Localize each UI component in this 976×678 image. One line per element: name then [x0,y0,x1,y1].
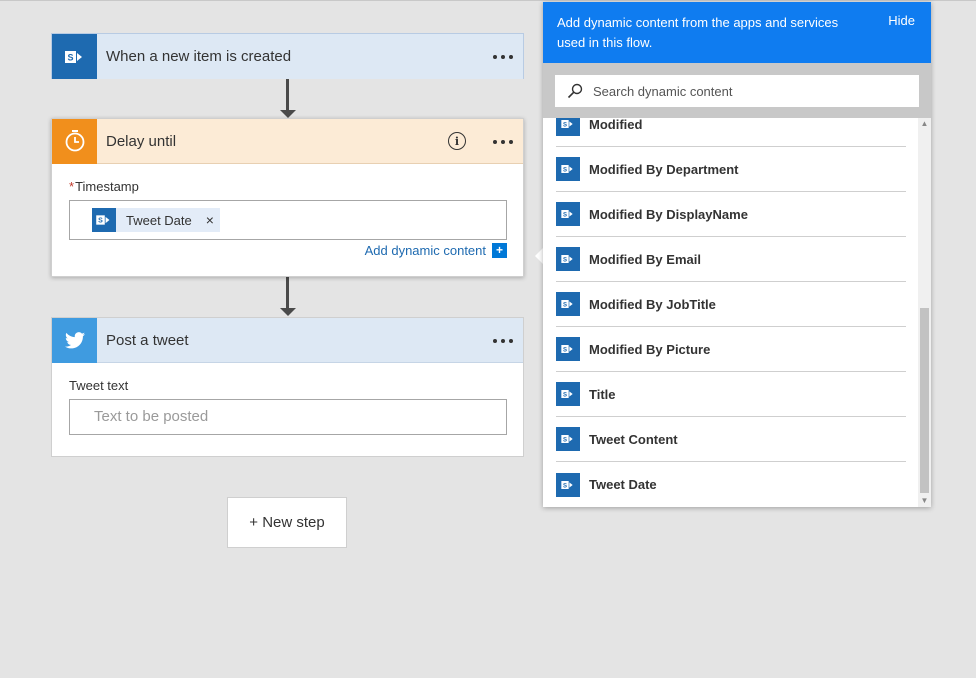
dynamic-item[interactable]: S Modified By DisplayName [556,192,906,237]
dynamic-item-label: Title [589,386,616,402]
sharepoint-icon: S [52,34,97,79]
search-placeholder: Search dynamic content [593,83,733,99]
post-tweet-card-header[interactable]: Post a tweet [52,317,523,363]
search-bar-container: Search dynamic content [543,63,931,118]
sharepoint-icon: S [92,208,116,232]
dynamic-item-label: Modified [589,118,643,132]
dynamic-item[interactable]: S Tweet Date [556,462,906,507]
info-icon[interactable]: i [448,132,466,150]
timestamp-label: *Timestamp [69,179,139,194]
more-options-icon[interactable] [493,34,513,79]
sharepoint-icon: S [556,292,580,316]
svg-text:S: S [98,218,103,225]
svg-text:S: S [563,347,567,353]
svg-text:S: S [563,483,567,489]
connector-arrow [280,308,296,316]
dynamic-content-description: Add dynamic content from the apps and se… [557,15,839,50]
dynamic-item-label: Tweet Content [589,431,678,447]
svg-text:S: S [563,212,567,218]
delay-title: Delay until [106,132,177,150]
token-label: Tweet Date [126,212,192,228]
tweet-text-input[interactable]: Text to be posted [69,399,507,435]
add-dynamic-content-link[interactable]: Add dynamic content + [365,243,507,258]
dynamic-item[interactable]: S Modified By JobTitle [556,282,906,327]
sharepoint-icon: S [556,202,580,226]
connector-line [286,277,289,309]
tweet-text-label: Tweet text [69,378,129,393]
more-options-icon[interactable] [493,119,513,164]
dynamic-item[interactable]: S Modified [556,118,906,147]
timestamp-field[interactable]: S Tweet Date × [69,200,507,240]
dynamic-item-label: Modified By Email [589,251,701,267]
panel-pointer [535,247,544,265]
dynamic-item[interactable]: S Title [556,372,906,417]
sharepoint-icon: S [556,427,580,451]
dynamic-item[interactable]: S Modified By Picture [556,327,906,372]
dynamic-item[interactable]: S Modified By Email [556,237,906,282]
twitter-icon [52,317,97,363]
scrollbar-thumb[interactable] [920,308,929,493]
svg-text:S: S [563,122,567,128]
sharepoint-icon: S [556,247,580,271]
sharepoint-icon: S [556,382,580,406]
dynamic-content-panel: Add dynamic content from the apps and se… [543,2,931,507]
sharepoint-icon: S [556,472,580,497]
sharepoint-icon: S [556,157,580,181]
connector-line [286,79,289,111]
scroll-down-icon[interactable]: ▼ [920,496,929,505]
post-tweet-title: Post a tweet [106,331,189,349]
dynamic-item[interactable]: S Tweet Content [556,417,906,462]
remove-token-icon[interactable]: × [205,212,214,228]
dynamic-item-label: Tweet Date [589,477,657,492]
svg-text:S: S [563,167,567,173]
dynamic-item[interactable]: S Modified By Department [556,147,906,192]
delay-card-header[interactable]: Delay until i [52,118,523,164]
hide-button[interactable]: Hide [888,13,915,28]
add-dynamic-content-label: Add dynamic content [364,243,486,258]
dynamic-content-header: Add dynamic content from the apps and se… [543,2,931,63]
connector-arrow [280,110,296,118]
svg-text:S: S [563,392,567,398]
scrollbar[interactable]: ▲ ▼ [918,118,931,507]
svg-text:S: S [563,257,567,263]
trigger-card-header[interactable]: S When a new item is created [52,34,523,79]
new-step-button[interactable]: + New step [227,497,347,548]
trigger-title: When a new item is created [106,48,292,65]
timer-icon [52,118,97,164]
svg-text:S: S [67,52,73,62]
dynamic-item-label: Modified By Department [589,161,739,177]
svg-text:S: S [563,302,567,308]
more-options-icon[interactable] [493,318,513,363]
plus-icon: + [492,243,507,258]
scroll-up-icon[interactable]: ▲ [920,119,929,128]
dynamic-content-list: S Modified S Modified By Department S Mo… [543,118,931,507]
search-input[interactable]: Search dynamic content [555,75,919,107]
dynamic-item-label: Modified By DisplayName [589,206,748,222]
dynamic-item-label: Modified By JobTitle [589,296,716,312]
sharepoint-icon: S [556,118,580,136]
dynamic-item-label: Modified By Picture [589,341,711,357]
delay-card[interactable]: Delay until i *Timestamp S Tweet Date × … [51,118,524,277]
trigger-card[interactable]: S When a new item is created [51,33,524,79]
dynamic-token[interactable]: S Tweet Date × [92,208,220,232]
sharepoint-icon: S [556,337,580,361]
post-tweet-card[interactable]: Post a tweet Tweet text Text to be poste… [51,317,524,457]
svg-text:S: S [563,437,567,443]
search-icon [567,83,583,99]
required-marker: * [69,179,75,194]
